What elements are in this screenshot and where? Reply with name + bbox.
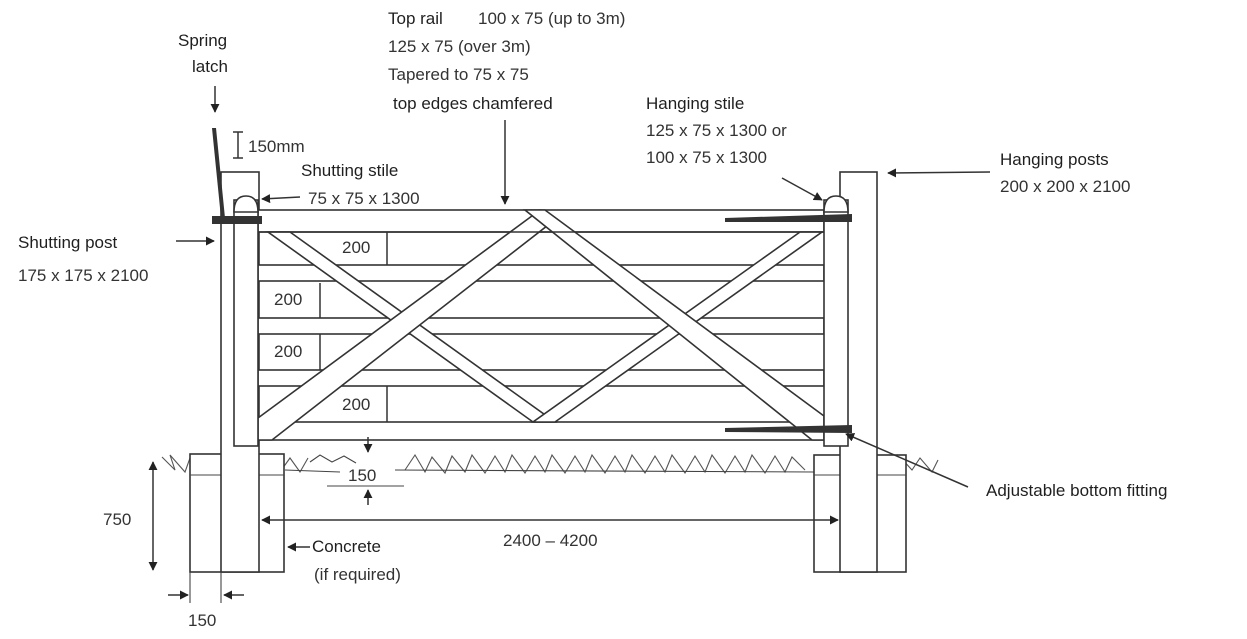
top-hinge — [725, 214, 852, 222]
hanging-stile-size-2: 100 x 75 x 1300 — [646, 148, 767, 167]
shutting-stile — [233, 199, 259, 447]
latch-height-label: 150mm — [248, 137, 305, 156]
ground-clearance-label: 150 — [348, 466, 376, 485]
post-gap-label: 150 — [188, 611, 216, 630]
spring-latch-label-1: Spring — [178, 31, 227, 50]
concrete-note: (if required) — [314, 565, 401, 584]
concrete-label: Concrete — [312, 537, 381, 556]
shutting-stile-label: Shutting stile — [301, 161, 398, 180]
hanging-posts-label: Hanging posts — [1000, 150, 1109, 169]
spring-latch-label-2: latch — [192, 57, 228, 76]
ground-cover — [309, 454, 357, 464]
hanging-stile-size-1: 125 x 75 x 1300 or — [646, 121, 787, 140]
bottom-fitting-label: Adjustable bottom fitting — [986, 481, 1167, 500]
hanging-stile-arrow — [781, 177, 823, 201]
top-rail-size-1: 100 x 75 (up to 3m) — [478, 9, 625, 28]
rail-spacing-label-4: 200 — [342, 395, 370, 414]
hanging-stile-label: Hanging stile — [646, 94, 744, 113]
bottom-hinge — [725, 425, 852, 433]
shutting-stile-size: 75 x 75 x 1300 — [308, 189, 420, 208]
top-rail-size-2: 125 x 75 (over 3m) — [388, 37, 531, 56]
hanging-posts-size: 200 x 200 x 2100 — [1000, 177, 1130, 196]
hanging-stile — [823, 199, 849, 447]
latch-bar — [212, 216, 262, 224]
hanging-stile-cap — [823, 195, 849, 213]
top-rail-edges: top edges chamfered — [393, 94, 553, 113]
rail-spacing — [319, 232, 388, 422]
dimensions — [148, 86, 991, 603]
gate-width-label: 2400 – 4200 — [503, 531, 598, 550]
rail-3 — [257, 317, 825, 335]
rail-spacing-label-1: 200 — [342, 238, 370, 257]
top-rail-taper: Tapered to 75 x 75 — [388, 65, 529, 84]
ground-line — [284, 469, 816, 473]
labels: Spring latch 150mm Top rail 100 x 75 (up… — [18, 9, 1167, 630]
ground — [161, 453, 939, 573]
rail-spacing-label-2: 200 — [274, 290, 302, 309]
shutting-stile-cap — [233, 195, 259, 213]
gate — [212, 128, 852, 447]
post-depth-label: 750 — [103, 510, 131, 529]
rail-spacing-label-3: 200 — [274, 342, 302, 361]
bottom-fitting-arrow — [845, 433, 969, 488]
shutting-post-label: Shutting post — [18, 233, 118, 252]
top-rail-label: Top rail — [388, 9, 443, 28]
hanging-posts-arrow — [887, 168, 991, 178]
shutting-post-size: 175 x 175 x 2100 — [18, 266, 148, 285]
spring-latch — [212, 128, 225, 218]
shutting-stile-arrow — [261, 194, 301, 204]
